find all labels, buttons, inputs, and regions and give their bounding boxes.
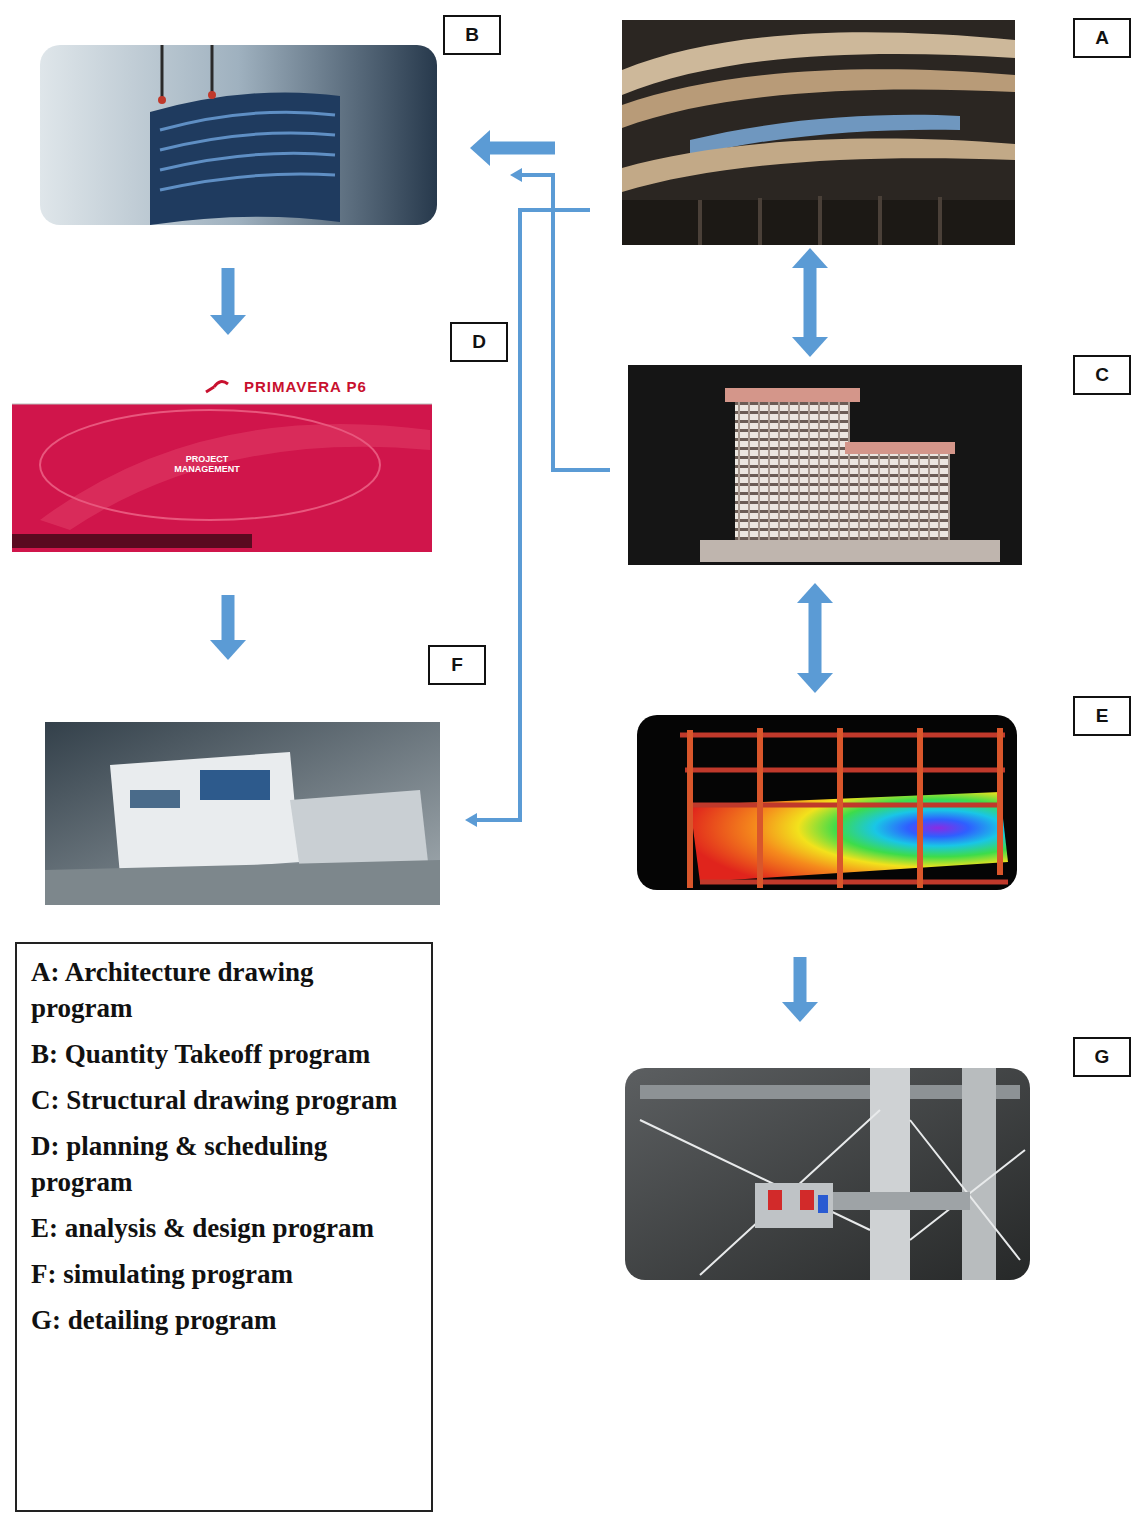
- tower-figure: [735, 400, 850, 550]
- splash-ground: [637, 715, 1017, 890]
- legend-entry: G: detailing program: [31, 1302, 417, 1338]
- panel-letter: G: [1073, 1037, 1131, 1077]
- brand-name: PRIMAVERA P6: [244, 378, 367, 395]
- crane-hook: [158, 96, 166, 104]
- flow-arrow: [465, 210, 590, 827]
- roof-slab: [725, 388, 860, 402]
- key-box: A: Architecture drawing program B: Quanti…: [15, 942, 433, 1512]
- ground-plane: [45, 860, 440, 905]
- software-panel: G: [625, 1068, 1030, 1280]
- panel-letter: D: [450, 322, 508, 362]
- header-rule: [12, 404, 432, 405]
- arrow-shaft: [804, 267, 817, 338]
- frame-columns: [690, 728, 1000, 888]
- crane-hook: [208, 91, 216, 99]
- base-slab: [700, 540, 1000, 562]
- arrow-shaft: [521, 175, 610, 470]
- arrow-shaft: [222, 268, 235, 316]
- floor-lines: [160, 112, 335, 190]
- stiffener: [818, 1195, 828, 1213]
- flow-arrow: [470, 130, 555, 166]
- arrow-head: [210, 315, 246, 335]
- column: [962, 1068, 996, 1280]
- crane: [161, 45, 164, 100]
- swoosh-ring: [40, 410, 380, 520]
- arrow-shaft: [476, 210, 590, 820]
- splash-ground: [40, 45, 437, 225]
- legend-entry: C: Structural drawing program: [31, 1082, 417, 1118]
- arrow-head: [792, 337, 828, 357]
- arrow-shaft: [222, 595, 235, 641]
- connection-plate: [755, 1183, 833, 1228]
- software-panel: A: [622, 20, 1015, 245]
- software-panel: C: [628, 365, 1022, 565]
- window-block: [200, 770, 270, 800]
- flow-arrow: [510, 168, 610, 470]
- arrow-shaft: [794, 957, 807, 1003]
- legend-entry: B: Quantity Takeoff program: [31, 1036, 417, 1072]
- flow-arrow: [792, 248, 828, 357]
- beam: [830, 1192, 970, 1210]
- software-panel: DPRIMAVERA P6PROJECT MANAGEMENT: [12, 370, 432, 552]
- arrow-shaft: [489, 142, 555, 155]
- building-figure: [150, 92, 340, 225]
- arrow-head: [797, 583, 833, 603]
- flow-arrow: [210, 268, 246, 335]
- splash-ground: [625, 1068, 1030, 1280]
- arrow-head: [465, 813, 477, 827]
- legend-entry: F: simulating program: [31, 1256, 417, 1292]
- columns: [700, 196, 940, 245]
- legend-entry: D: planning & scheduling program: [31, 1128, 417, 1200]
- column: [870, 1068, 910, 1280]
- legend-entry: A: Architecture drawing program: [31, 954, 417, 1026]
- panel-letter: C: [1073, 355, 1131, 395]
- podium-figure: [850, 452, 950, 552]
- software-panel: E: [637, 715, 1017, 890]
- splash-ground: [12, 370, 432, 552]
- crane: [211, 45, 214, 95]
- arrow-head: [797, 673, 833, 693]
- panel-letter: A: [1073, 18, 1131, 58]
- flow-arrow: [210, 595, 246, 660]
- arrow-shaft: [809, 602, 822, 674]
- bolt-group: [800, 1190, 814, 1210]
- flow-arrow: [782, 957, 818, 1022]
- flow-arrow: [797, 583, 833, 693]
- software-panel: F: [45, 722, 440, 905]
- arrow-head: [782, 1002, 818, 1022]
- splash-ground: [45, 722, 440, 905]
- software-panel: B: [40, 45, 437, 225]
- panel-letter: E: [1073, 696, 1131, 736]
- bolt-group: [768, 1190, 782, 1210]
- header-band: [12, 370, 432, 404]
- splash-ground: [622, 20, 1015, 245]
- splash-ground: [628, 365, 1022, 565]
- panel-letter: B: [443, 15, 501, 55]
- brand-logo: [206, 382, 228, 392]
- window-block: [130, 790, 180, 808]
- splash-caption: PROJECT MANAGEMENT: [172, 454, 242, 475]
- frame-beams: [680, 735, 1008, 882]
- arrow-head: [210, 640, 246, 660]
- arrow-head: [792, 248, 828, 268]
- building-figure: [110, 752, 300, 875]
- roof-slab: [845, 442, 955, 454]
- footer-bar: [12, 534, 252, 548]
- panel-letter: F: [428, 645, 486, 685]
- swoosh: [40, 424, 430, 530]
- bracing: [640, 1110, 1025, 1275]
- arrow-head: [470, 130, 490, 166]
- floor-band: [622, 139, 1015, 192]
- arrow-head: [510, 168, 522, 182]
- legend-entry: E: analysis & design program: [31, 1210, 417, 1246]
